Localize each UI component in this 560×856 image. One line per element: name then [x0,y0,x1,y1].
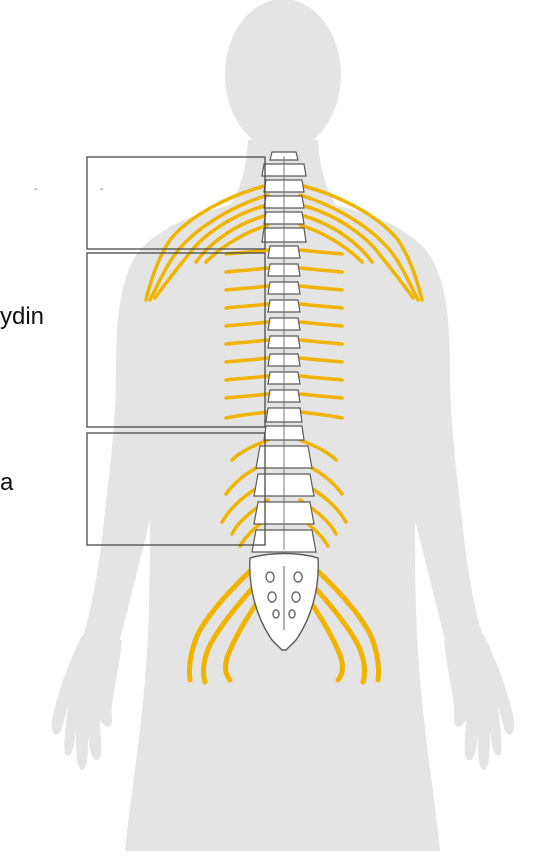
lumbar-label-fragment: a [0,471,13,495]
cervical-label-fragment: - - [34,184,133,195]
thoracic-label-fragment: ydin [0,305,44,329]
